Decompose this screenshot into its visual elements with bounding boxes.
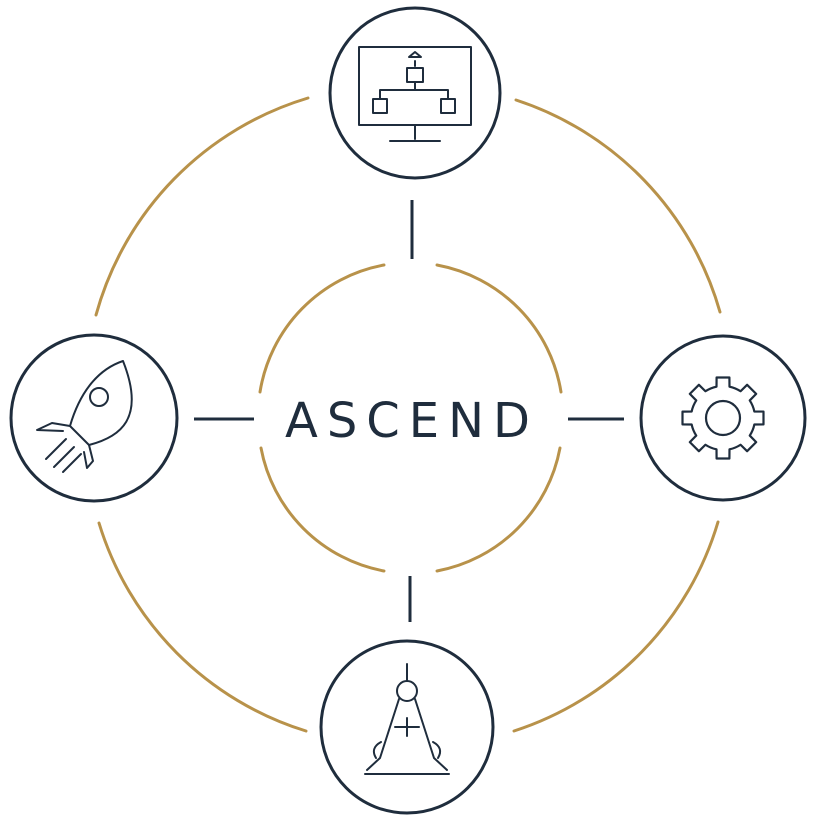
center-title: ASCEND (285, 393, 539, 449)
inner-arc-bottom-left (259, 446, 386, 573)
inner-arc-left-top (258, 263, 386, 394)
connectors (194, 200, 624, 622)
inner-arc-right-bottom (435, 446, 562, 573)
inner-ring (258, 263, 563, 573)
drafting-compass-icon (364, 663, 450, 775)
node-right-circle (639, 334, 807, 502)
node-top (328, 6, 502, 180)
outer-arc-top-right (514, 98, 722, 314)
node-left-circle (9, 333, 179, 503)
rocket-icon (36, 360, 133, 473)
node-bottom (319, 639, 495, 815)
node-top-circle (328, 6, 502, 180)
node-right (639, 334, 807, 502)
outer-arc-right-bottom (512, 520, 720, 733)
inner-arc-top-right (435, 263, 563, 394)
gear-icon (681, 376, 765, 460)
outer-arc-bottom-left (97, 521, 308, 733)
outer-ring (94, 96, 722, 733)
node-left (9, 333, 179, 503)
flowchart-monitor-icon (358, 46, 472, 142)
outer-arc-left-top (94, 96, 310, 317)
